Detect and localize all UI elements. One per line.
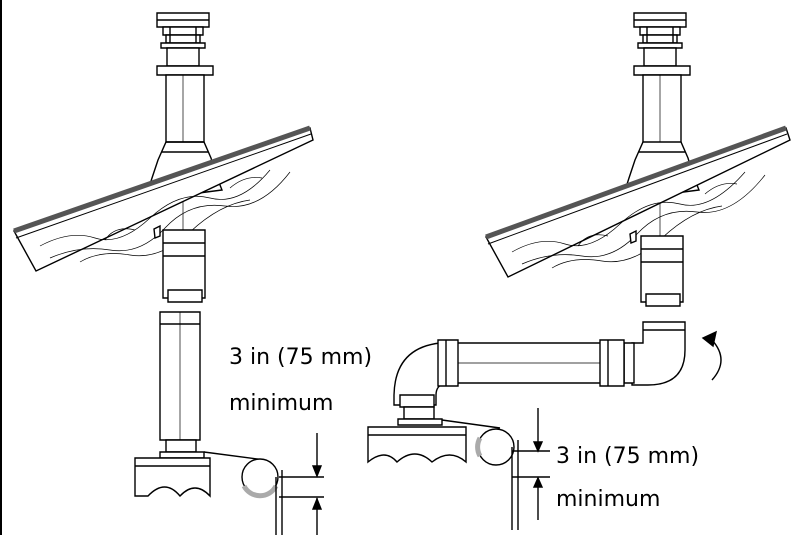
rotation-arrow	[712, 340, 721, 380]
left-clearance-bend	[204, 452, 265, 460]
left-support-strap	[154, 226, 160, 238]
right-gasket	[478, 438, 480, 456]
right-dimension-markers	[512, 408, 550, 520]
left-clearance-label: 3 in (75 mm)	[229, 345, 373, 370]
right-roof-shingles	[486, 128, 786, 237]
rotation-arrow-head	[703, 332, 716, 346]
right-lower-pipe	[641, 236, 683, 302]
right-roof-deck	[486, 128, 790, 277]
left-roof-shingles	[14, 128, 310, 231]
right-terminal-cap	[634, 13, 690, 75]
right-installation	[368, 13, 790, 530]
right-combustible-pipe	[478, 429, 514, 465]
left-minimum-label: minimum	[229, 391, 334, 416]
right-wood-grain	[512, 172, 765, 268]
left-appliance-collar	[166, 440, 196, 452]
right-support-strap	[630, 231, 636, 243]
left-dimension-markers	[279, 433, 324, 535]
right-elbow	[632, 322, 685, 385]
right-clearance-label: 3 in (75 mm)	[556, 444, 700, 469]
left-lower-pipe	[163, 230, 205, 298]
left-terminal-cap	[157, 13, 213, 75]
right-clearance-bend	[442, 420, 500, 428]
left-appliance-top	[135, 458, 210, 496]
right-appliance-collar	[404, 407, 434, 419]
right-minimum-label: minimum	[556, 487, 661, 512]
left-gasket	[244, 486, 276, 496]
right-appliance-top	[368, 427, 466, 462]
left-installation	[14, 13, 324, 535]
